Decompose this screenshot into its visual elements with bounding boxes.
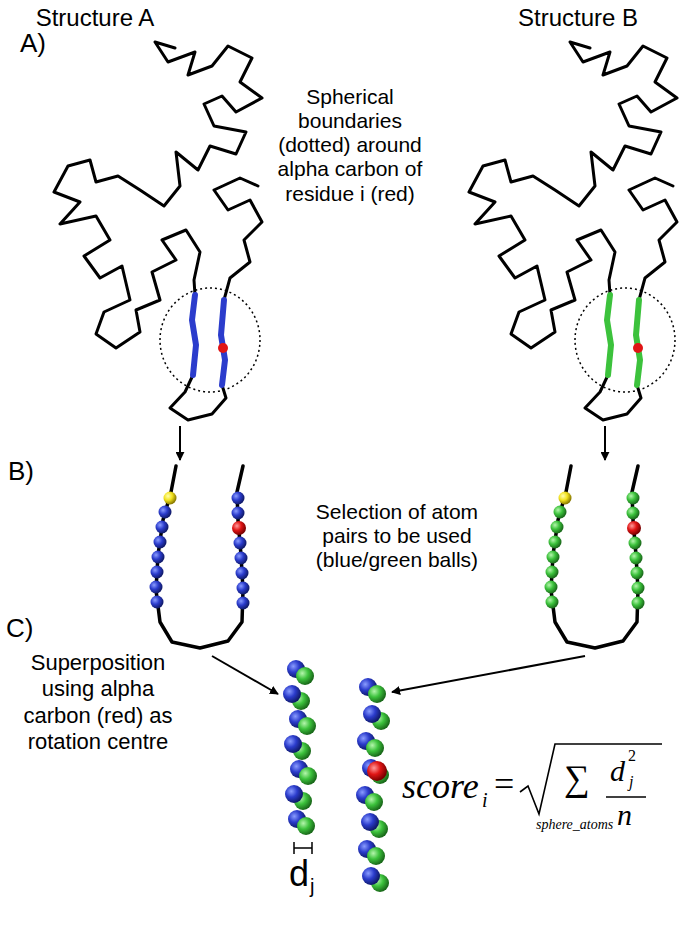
- yellow-atom: [559, 492, 572, 505]
- rotation-centre-atom: [367, 761, 387, 781]
- alpha-carbon: [627, 521, 641, 535]
- panel-letter: C): [6, 615, 33, 641]
- green-atom: [629, 537, 642, 550]
- blue-atom: [159, 506, 172, 519]
- formula-subscript: j: [629, 774, 633, 790]
- green-atom: [627, 492, 640, 505]
- superposed-atoms: [283, 660, 390, 892]
- formula-exponent: 2: [628, 748, 636, 764]
- alpha-carbon: [232, 521, 246, 535]
- formula-sum-range: sphere_atoms: [536, 818, 613, 832]
- green-atom: [366, 739, 384, 757]
- blue-atom: [151, 596, 164, 609]
- blue-atom: [154, 536, 167, 549]
- green-atom: [368, 685, 386, 703]
- green-atom: [631, 567, 644, 580]
- blue-atom: [232, 507, 245, 520]
- protein-structure-a: [54, 42, 262, 420]
- structure-heading: Structure A: [20, 6, 170, 30]
- blue-atom: [237, 597, 250, 610]
- structure-heading: Structure B: [503, 6, 653, 30]
- fraction-bar: [606, 796, 646, 797]
- backbone-trace: [469, 42, 677, 420]
- blue-atom: [150, 581, 163, 594]
- alpha-carbon: [633, 343, 643, 353]
- spherical-boundary: [160, 288, 260, 392]
- green-atom: [365, 793, 383, 811]
- panel-letter: A): [20, 30, 46, 56]
- blue-atom: [232, 492, 245, 505]
- yellow-atom: [164, 492, 177, 505]
- formula-operator: =: [494, 766, 514, 802]
- green-atom: [299, 767, 317, 785]
- description-text: Spherical boundaries (dotted) around alp…: [270, 85, 430, 206]
- green-atom: [549, 536, 562, 549]
- green-atom: [547, 551, 560, 564]
- blue-atom: [156, 521, 169, 534]
- square-root-sign: [520, 744, 662, 814]
- blue-atom: [151, 566, 164, 579]
- flow-arrow: [179, 426, 181, 460]
- blue-atom: [284, 735, 302, 753]
- distance-marker: [294, 842, 312, 854]
- formula-term: d: [610, 756, 625, 786]
- green-atom: [630, 552, 643, 565]
- blue-atom: [283, 685, 301, 703]
- distance-label: d: [289, 856, 309, 892]
- blue-atom: [235, 552, 248, 565]
- description-text: Superposition using alpha carbon (red) a…: [8, 650, 188, 756]
- green-atom: [298, 717, 316, 735]
- fragment-trace: [156, 466, 243, 648]
- fragment-b: [545, 466, 645, 648]
- flow-arrow: [604, 426, 606, 460]
- flow-arrow: [212, 656, 278, 694]
- formula-term: n: [617, 800, 632, 830]
- blue-atom: [285, 785, 303, 803]
- fragment-trace: [551, 466, 638, 648]
- green-atom: [297, 817, 315, 835]
- panel-letter: B): [8, 458, 34, 484]
- selected-strands: [192, 295, 225, 385]
- green-atom: [554, 506, 567, 519]
- green-atom: [627, 507, 640, 520]
- protein-structure-b: [469, 42, 677, 420]
- formula-sum-sign: ∑: [564, 760, 590, 796]
- blue-atom: [361, 813, 379, 831]
- formula-term: score: [402, 768, 479, 804]
- flow-arrow: [392, 656, 585, 692]
- green-atom: [546, 596, 559, 609]
- blue-atom: [363, 705, 381, 723]
- description-text: Selection of atom pairs to be used (blue…: [297, 500, 497, 572]
- backbone-trace: [54, 42, 262, 420]
- green-atom: [545, 581, 558, 594]
- green-atom: [632, 597, 645, 610]
- green-atom: [296, 667, 314, 685]
- green-atom: [632, 582, 645, 595]
- formula-subscript: i: [482, 790, 488, 810]
- blue-atom: [236, 567, 249, 580]
- green-atom: [551, 521, 564, 534]
- blue-atom: [234, 537, 247, 550]
- blue-atom: [152, 551, 165, 564]
- alpha-carbon: [218, 343, 228, 353]
- green-atom: [546, 566, 559, 579]
- selected-strands: [607, 295, 640, 385]
- blue-atom: [362, 867, 380, 885]
- blue-atom: [237, 582, 250, 595]
- green-atom: [367, 847, 385, 865]
- distance-subscript: j: [310, 876, 314, 896]
- spherical-boundary: [575, 288, 675, 392]
- fragment-a: [150, 466, 250, 648]
